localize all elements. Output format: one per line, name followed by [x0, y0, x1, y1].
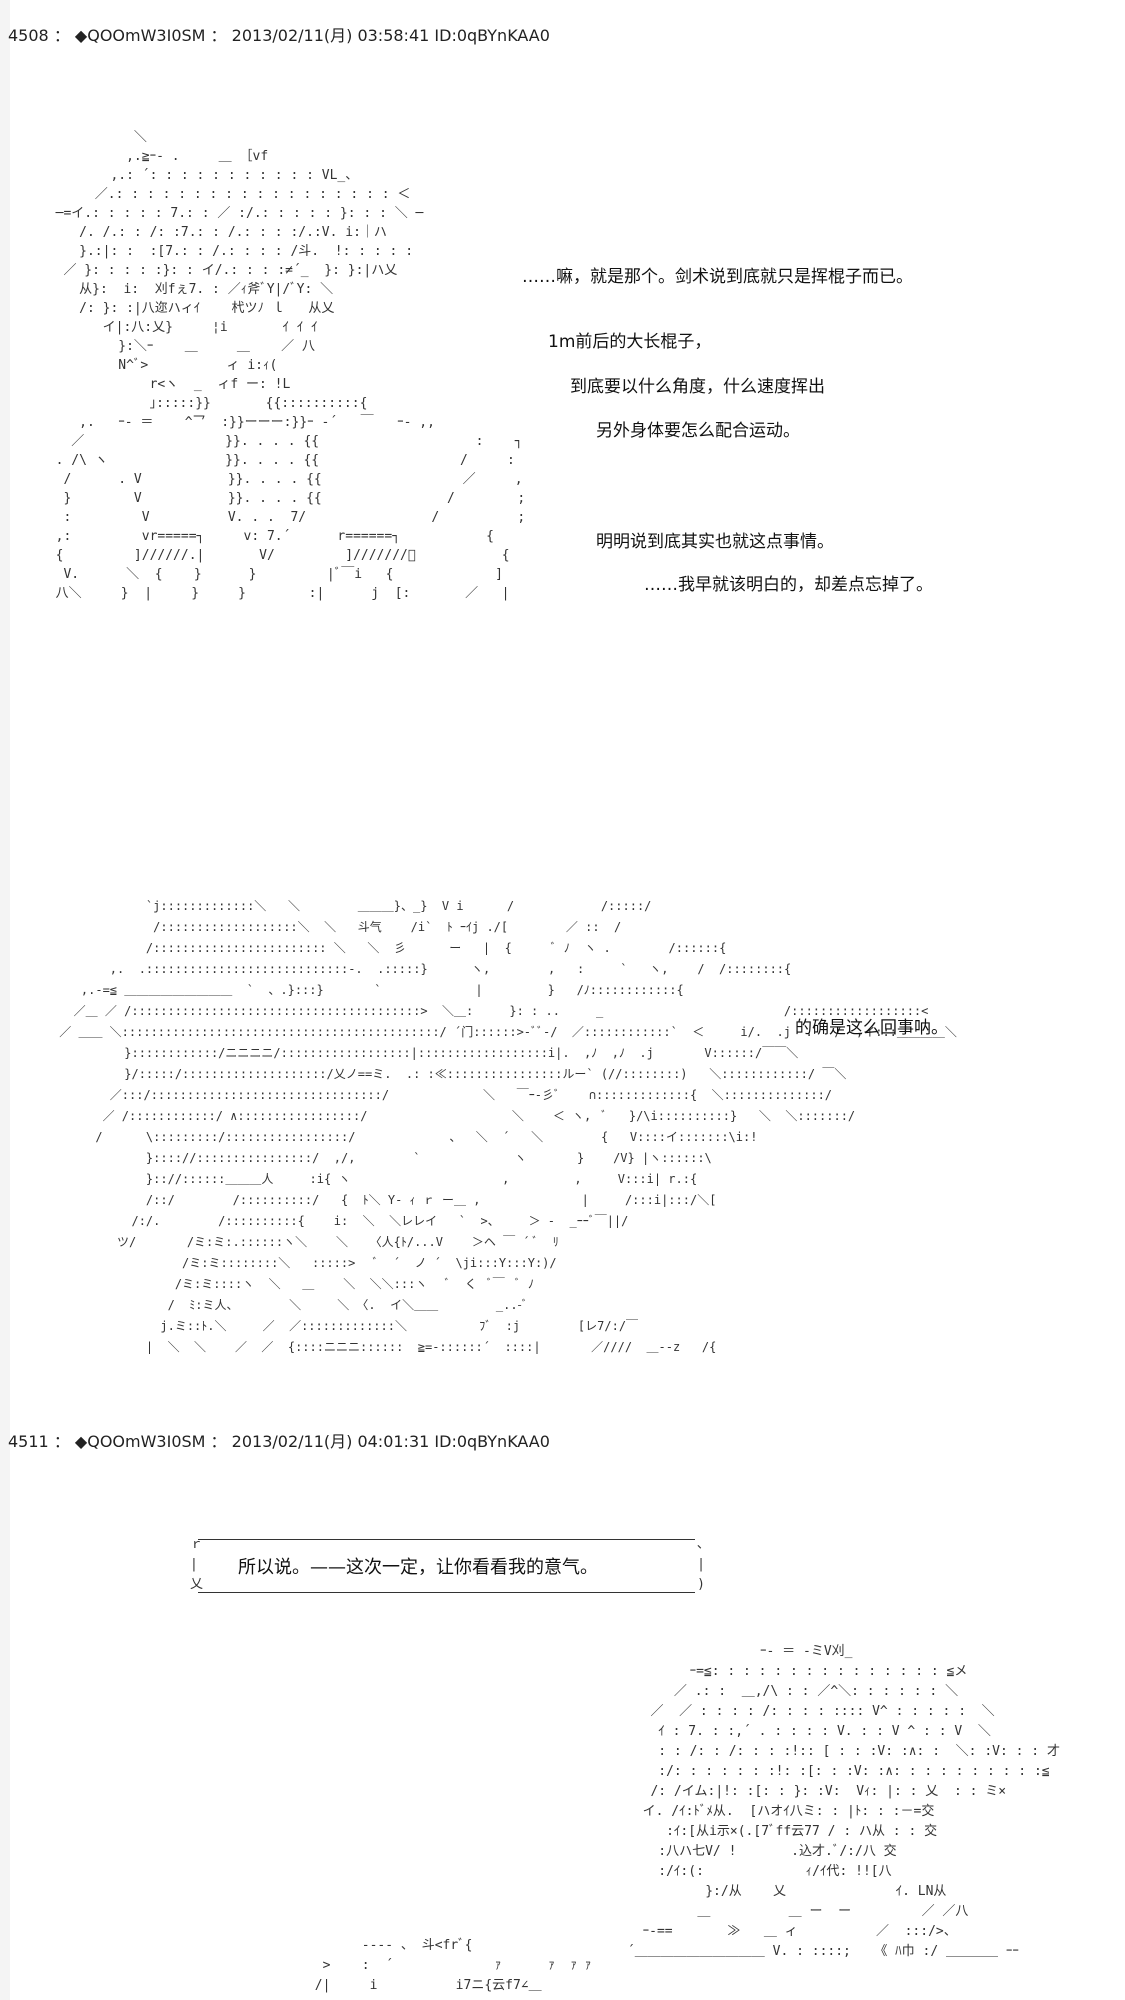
poster-id: ID:0qBYnKAA0	[434, 1432, 550, 1451]
ascii-art-figure: `j:::::::::::::＼ ＼ ＿＿＿}、_} V i / /:::::/…	[59, 899, 957, 1354]
dialogue-line: 明明说到底其实也就这点事情。	[596, 532, 834, 552]
post-number[interactable]: 4508	[8, 26, 49, 45]
dialogue-line: 到底要以什么角度，什么速度挥出	[570, 377, 825, 397]
speech-bubble-right-edge: ､ | )	[697, 1537, 705, 1592]
ascii-art-figure: ＼ ,.≧ｰ- . ＿ ［vf ,.: ´: : : : : : : : : :…	[55, 130, 526, 601]
post-datetime: 2013/02/11(月) 03:58:41	[231, 26, 430, 45]
speech-bubble-top-border	[198, 1539, 695, 1540]
dialogue-line: ……嘛，就是那个。剑术说到底就只是挥棍子而已。	[522, 267, 913, 287]
post-datetime: 2013/02/11(月) 04:01:31	[231, 1432, 430, 1451]
speech-bubble-bottom-border	[198, 1592, 695, 1593]
page-margin-strip	[0, 0, 10, 2000]
speech-bubble-left-edge: ｒ | 乂	[190, 1537, 204, 1592]
poster-name: ◆QOOmW3I0SM	[74, 26, 206, 45]
post-number[interactable]: 4511	[8, 1432, 49, 1451]
speech-bubble: ｒ | 乂 ､ | ) 所以说。——这次一定，让你看看我的意气。	[190, 1535, 705, 1597]
post-separator: ：	[53, 26, 70, 45]
ascii-art-figure: ｰ- ＝ -ミV刈_ ｰ=≦: : : : : : : : : : : : : …	[626, 1644, 1060, 1959]
post-separator: ：	[53, 1432, 70, 1451]
dialogue-line: 1m前后的大长棍子，	[548, 332, 712, 352]
dialogue-line: ……我早就该明白的，却差点忘掉了。	[644, 575, 933, 595]
dialogue-line: 的确是这么回事呐。	[795, 1018, 948, 1038]
post-header: 4508 ： ◆QOOmW3I0SM ： 2013/02/11(月) 03:58…	[8, 22, 550, 46]
post-separator: ：	[210, 26, 227, 45]
post-header: 4511 ： ◆QOOmW3I0SM ： 2013/02/11(月) 04:01…	[8, 1428, 550, 1452]
poster-name: ◆QOOmW3I0SM	[74, 1432, 206, 1451]
ascii-art-figure: ---- 、 斗<frﾞ{ > : ´ ｧ ｧ ｧ ｧ /| i i7ニ{云f7…	[314, 1938, 592, 1993]
post-separator: ：	[210, 1432, 227, 1451]
speech-bubble-text: 所以说。——这次一定，让你看看我的意气。	[238, 1557, 598, 1578]
dialogue-line: 另外身体要怎么配合运动。	[596, 421, 800, 441]
poster-id: ID:0qBYnKAA0	[434, 26, 550, 45]
